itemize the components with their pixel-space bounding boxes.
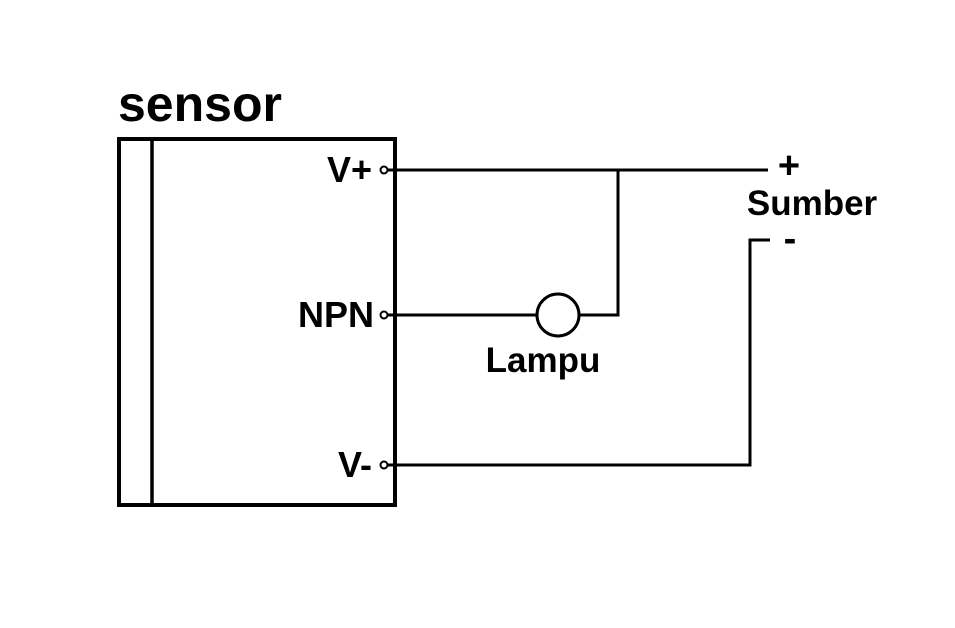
sensor-box xyxy=(117,137,397,507)
terminal-label-vplus: V+ xyxy=(327,149,372,190)
sensor-title: sensor xyxy=(118,76,282,132)
vplus-terminal-dot xyxy=(379,165,389,175)
terminal-label-vminus: V- xyxy=(338,444,372,485)
source-minus-sign: - xyxy=(784,218,797,260)
vminus-terminal-dot xyxy=(379,460,389,470)
lamp-circle-symbol xyxy=(535,292,581,338)
npn-terminal-dot xyxy=(379,310,389,320)
lamp-label: Lampu xyxy=(486,341,601,380)
source-plus-sign: + xyxy=(778,145,800,187)
source-label: Sumber xyxy=(747,184,878,223)
terminal-label-npn: NPN xyxy=(298,294,374,335)
